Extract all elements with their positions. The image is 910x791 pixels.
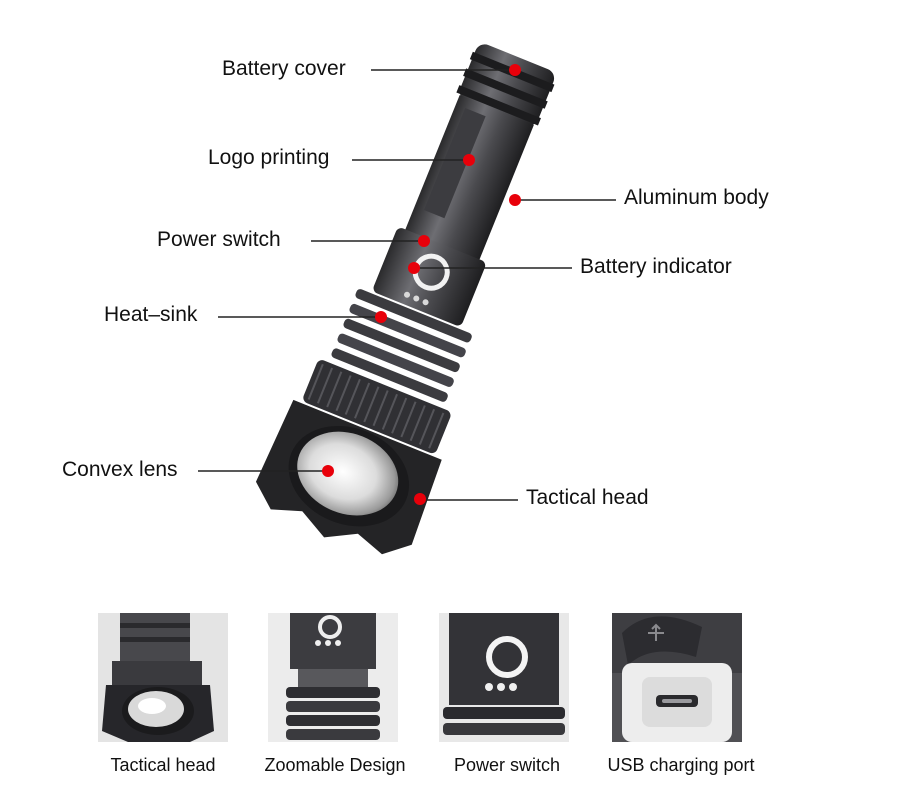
callout-marker-power-switch [418,235,430,247]
thumbnail-caption-power-switch: Power switch [453,755,561,775]
thumbnail-usb-port [612,613,742,742]
callout-label-battery-cover: Battery cover [222,57,346,80]
product-diagram: Battery cover Logo printing Aluminum bod… [62,44,769,555]
callout-lines [198,69,616,501]
zoom-body-icon [268,613,398,742]
callout-marker-convex-lens [322,465,334,477]
thumbnail-zoomable-design [268,613,398,742]
callout-marker-logo-printing [463,154,475,166]
callout-label-convex-lens: Convex lens [62,458,178,481]
callout-label-battery-indicator: Battery indicator [580,255,732,278]
callout-marker-tactical-head [414,493,426,505]
usb-port-icon [612,613,742,742]
power-button-icon [439,613,569,742]
flashlight-head-icon [98,613,228,742]
thumbnail-caption-usb-port: USB charging port [607,755,755,775]
callout-label-aluminum-body: Aluminum body [624,186,769,209]
callout-label-logo-printing: Logo printing [208,146,330,169]
flashlight-illustration [198,44,616,555]
thumbnail-power-switch [439,613,569,742]
thumbnail-tactical-head [98,613,228,742]
callout-markers [322,64,521,505]
callout-marker-battery-cover [509,64,521,76]
callout-marker-heat-sink [375,311,387,323]
callout-label-power-switch: Power switch [157,228,281,251]
thumbnail-caption-tactical-head: Tactical head [110,755,216,775]
flashlight-body [255,44,555,555]
callout-label-heat-sink: Heat–sink [104,303,198,326]
thumbnail-caption-zoomable-design: Zoomable Design [264,755,406,775]
callout-label-tactical-head: Tactical head [526,486,649,509]
callout-marker-battery-indicator [408,262,420,274]
callout-marker-aluminum-body [509,194,521,206]
